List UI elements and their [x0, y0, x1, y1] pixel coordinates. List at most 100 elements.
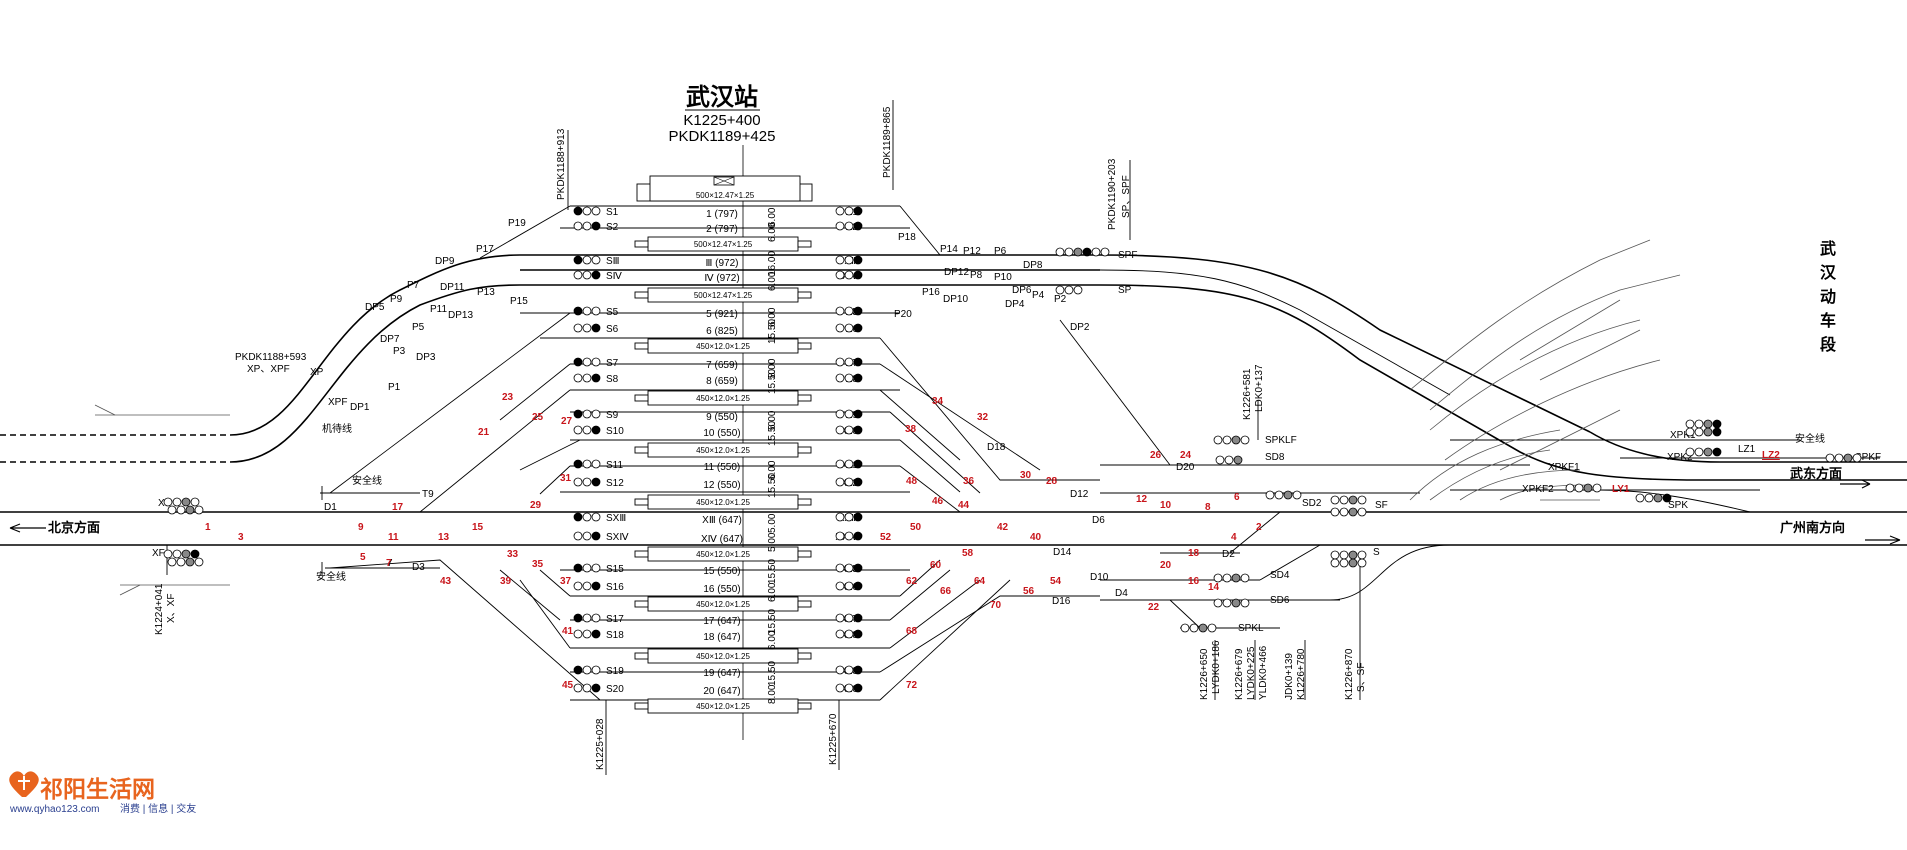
signal-lamp	[853, 459, 863, 469]
arrow-guangzhou-icon	[1865, 535, 1901, 545]
mileposts: PKDK1188+913 PKDK1189+865 PKDK1190+203 S…	[154, 100, 1367, 775]
lbl-P17: P17	[476, 244, 494, 255]
lbl-XPK1: XPK1	[1670, 430, 1696, 441]
signal-label-left: S2	[606, 222, 619, 233]
signal-lamp	[185, 557, 195, 567]
signal-lamp	[1694, 427, 1704, 437]
switch-number: 4	[1231, 532, 1237, 543]
switch-number: 27	[561, 416, 573, 427]
signal-label-left: S17	[606, 614, 624, 625]
signal-lamp	[591, 665, 601, 675]
switch-number: 48	[906, 476, 918, 487]
signal-lamp	[1339, 550, 1349, 560]
switch-number: 72	[906, 680, 918, 691]
signal-lamp	[853, 563, 863, 573]
switch-number: 16	[1188, 576, 1200, 587]
signal-label-left: S9	[606, 410, 619, 421]
signal-lamp	[844, 221, 854, 231]
lbl-D12: D12	[1070, 489, 1089, 500]
lbl-DP13: DP13	[448, 310, 473, 321]
platform-label: 450×12.0×1.25	[696, 342, 750, 351]
signal-lamp	[844, 613, 854, 623]
platform-end	[797, 550, 812, 558]
switch-number: 15	[472, 522, 484, 533]
signal-lamp	[844, 373, 854, 383]
signal-lamp	[844, 357, 854, 367]
lbl-D3: D3	[412, 562, 425, 573]
platform-label: 450×12.0×1.25	[696, 600, 750, 609]
signal-lamp	[573, 306, 583, 316]
platform-end	[634, 600, 649, 608]
track-number: 17 (647)	[703, 616, 740, 627]
signal-lamp	[582, 255, 592, 265]
switch-number: 31	[560, 473, 572, 484]
lbl-P9: P9	[390, 294, 403, 305]
signal-lamp	[835, 270, 845, 280]
track-number: 15 (550)	[703, 566, 740, 577]
signal-lamp	[591, 512, 601, 522]
signal-label-left: S7	[606, 358, 619, 369]
track-number: 8 (659)	[706, 376, 738, 387]
signal-lamp	[1224, 455, 1234, 465]
signal-lamp	[1712, 419, 1722, 429]
platform-end	[797, 498, 812, 506]
lbl-D10: D10	[1090, 572, 1109, 583]
signal-lamp	[853, 629, 863, 639]
lbl-safety-2: 安全线	[316, 570, 346, 583]
signal-lamp	[167, 505, 177, 515]
spacing-group: 6.00	[767, 207, 778, 227]
signal-lamp	[835, 459, 845, 469]
signal-lamp	[582, 306, 592, 316]
signal-lamp	[853, 477, 863, 487]
track-spacing: 5.00	[767, 513, 778, 533]
track-number: 12 (550)	[703, 480, 740, 491]
lbl-P3: P3	[393, 346, 406, 357]
signal-lamp	[853, 409, 863, 419]
track-spacing: 6.00	[767, 207, 778, 227]
lbl-jixiang: 机待线	[322, 422, 352, 435]
signal-lamp	[573, 477, 583, 487]
signal-lamp	[853, 531, 863, 541]
signal-lamp	[1834, 453, 1844, 463]
track-number: 11 (550)	[704, 462, 741, 473]
lbl-T7: 7	[387, 558, 393, 569]
signal-lamp	[1653, 493, 1663, 503]
signal-lamp	[1635, 493, 1645, 503]
signal-lamp	[1233, 455, 1243, 465]
platform-end	[797, 702, 812, 710]
signal-lamp	[1694, 447, 1704, 457]
signal-lamp	[582, 629, 592, 639]
signal-lamp	[1231, 598, 1241, 608]
milepost-k1224-041-sub: X、XF	[166, 594, 177, 623]
signal-lamp	[573, 270, 583, 280]
signal-lamp	[1330, 495, 1340, 505]
switch-number: 43	[440, 576, 452, 587]
signal-lamp	[835, 512, 845, 522]
lbl-P20: P20	[894, 309, 912, 320]
lbl-P8: P8	[970, 270, 983, 281]
milepost-k1225-028: K1225+028	[595, 718, 606, 770]
switch-number: 62	[906, 576, 918, 587]
signal-lamp	[1274, 490, 1284, 500]
direction-wudong: 武东方面	[1790, 466, 1842, 481]
switch-number: 18	[1188, 548, 1200, 559]
arrow-beijing-icon	[9, 523, 46, 533]
lbl-LY1: LY1	[1612, 484, 1630, 495]
lbl-DP2: DP2	[1070, 322, 1090, 333]
device-labels: P19 P17 P13 P15 DP9 DP11 DP13 P7 P9 P11 …	[152, 218, 1881, 634]
signal-lamp	[1592, 483, 1602, 493]
signal-lamp	[194, 557, 204, 567]
switch-number: 9	[358, 522, 364, 533]
signal-lamp	[194, 505, 204, 515]
signal-lamp	[844, 477, 854, 487]
signal-lamp	[1222, 573, 1232, 583]
signal-lamp	[853, 206, 863, 216]
switch-number: 42	[997, 522, 1009, 533]
platform-end	[634, 498, 649, 506]
switch-number: 22	[1148, 602, 1160, 613]
signal-lamp	[1703, 419, 1713, 429]
signal-lamp	[573, 323, 583, 333]
signal-lamp	[1180, 623, 1190, 633]
signal-lamp	[582, 425, 592, 435]
